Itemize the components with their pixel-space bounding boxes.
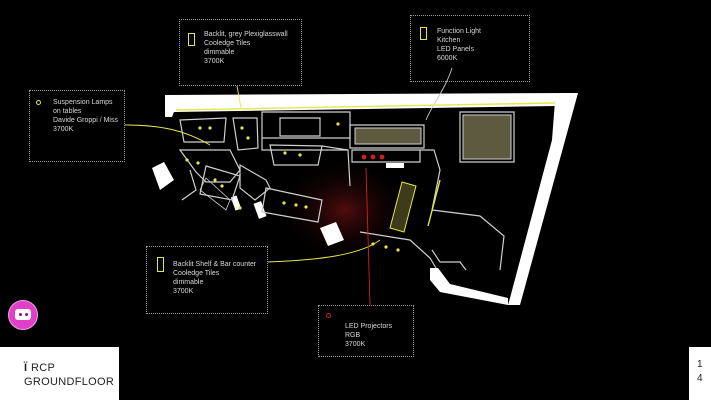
title-icon: Ï xyxy=(24,362,28,374)
legend-suspension: Suspension Lamps on tables Davide Groppi… xyxy=(29,90,125,162)
legend-plexiglass: Backlit, grey Plexiglasswall Cooledge Ti… xyxy=(179,19,302,86)
page-number-panel: 1 4 xyxy=(689,347,711,400)
legend-line: Backlit Shelf & Bar counter xyxy=(173,261,257,268)
legend-line: Cooledge Tiles xyxy=(173,270,220,277)
legend-line: Cooledge Tiles xyxy=(204,40,251,47)
legend-line: Suspension Lamps xyxy=(53,99,113,106)
title-panel: Ï RCP GROUNDFLOOR xyxy=(0,347,119,400)
legend-line: dimmable xyxy=(173,279,204,286)
legend-line: 3700K xyxy=(173,288,194,295)
red-glow xyxy=(275,155,415,265)
legend-line: Davide Groppi / Miss xyxy=(53,117,118,124)
legend-line: Backlit, grey Plexiglasswall xyxy=(204,31,288,38)
legend-line: 3700K xyxy=(345,341,366,348)
led-panels xyxy=(354,114,512,160)
logo-badge-icon xyxy=(8,300,38,330)
legend-line: 3700K xyxy=(53,126,74,133)
columns xyxy=(152,162,404,246)
interior-lines xyxy=(178,111,515,271)
legend-line: 3700K xyxy=(204,58,225,65)
legend-line: RGB xyxy=(345,332,361,339)
suspension-lamps xyxy=(185,122,400,252)
legend-line: Function Light xyxy=(437,28,481,35)
legend-line: LED Projectors xyxy=(345,323,393,330)
legend-line: Kitchen xyxy=(437,37,461,44)
legend-line: dimmable xyxy=(204,49,235,56)
suspension-symbol-icon xyxy=(36,100,41,105)
legend-led-projectors: LED Projectors RGB 3700K xyxy=(318,305,414,357)
legend-backlit-shelf: Backlit Shelf & Bar counter Cooledge Til… xyxy=(146,246,268,314)
legend-line: 6000K xyxy=(437,55,458,62)
backlit-shelf-symbol-icon xyxy=(157,257,164,272)
plexiglass-symbol-icon xyxy=(188,33,195,46)
legend-line: LED Panels xyxy=(437,46,474,53)
legend-function-light: Function Light Kitchen LED Panels 6000K xyxy=(410,15,530,82)
page-number: 1 xyxy=(697,359,703,370)
projector-symbol-icon xyxy=(326,313,331,318)
backlit-shelf xyxy=(389,181,417,233)
function-light-symbol-icon xyxy=(420,27,427,40)
title-line2: GROUNDFLOOR xyxy=(24,376,115,388)
legend-line: on tables xyxy=(53,108,82,115)
page-total: 4 xyxy=(697,373,703,384)
title-line1: RCP xyxy=(31,362,56,374)
outer-walls xyxy=(165,93,578,305)
projector-dots xyxy=(361,154,385,160)
backlit-strips xyxy=(175,102,556,227)
